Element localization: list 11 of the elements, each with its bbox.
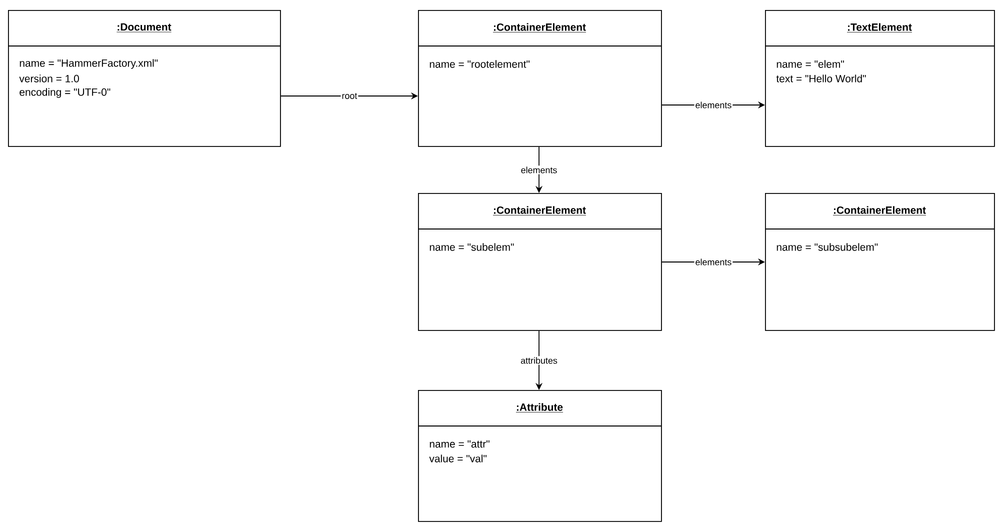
- object-box: :Attribute name = "attr" value = "val": [418, 390, 662, 522]
- edge-label: elements: [520, 166, 558, 174]
- edge-label: elements: [694, 258, 733, 266]
- edge-label: elements: [694, 100, 733, 110]
- object-box: :ContainerElement name = "subsubelem": [764, 193, 995, 331]
- object-box: :ContainerElement name = "rootelement": [418, 10, 662, 147]
- object-box: :Document name = "HammerFactory.xml" version = 1.0 encoding = "UTF-0": [8, 10, 281, 147]
- object-box: :ContainerElement name = "subelem": [418, 193, 662, 331]
- object-box: :TextElement name = "elem" text = "Hello World": [764, 10, 995, 147]
- edge-label: attributes: [520, 356, 558, 365]
- edge-label: root: [340, 92, 358, 100]
